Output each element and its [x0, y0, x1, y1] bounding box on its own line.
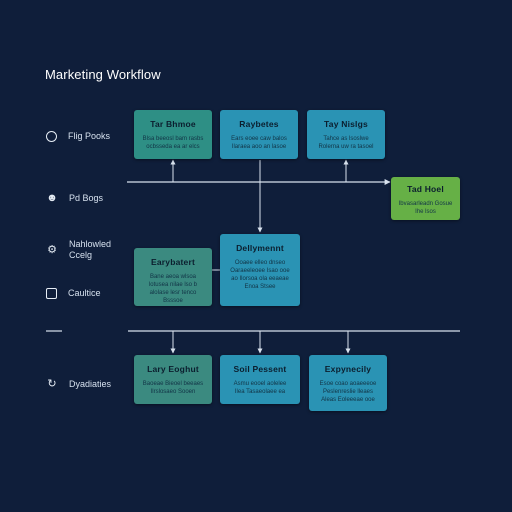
node-body: Blsa beeosl bam rasbs ocbsseda ea ar elc…	[142, 136, 204, 150]
lane-5: ↻ Dyadiaties	[46, 378, 111, 390]
lane-4: Caultice	[46, 288, 101, 299]
node-n3[interactable]: Tay Nislgs Tahce as lsoslwe Rolerna uw r…	[307, 110, 385, 159]
gear-icon: ⚙	[47, 244, 57, 256]
node-n4[interactable]: Tad Hoel Ibvasarleadn Gosue Ihe lsos	[391, 177, 460, 220]
person-icon: ☻	[46, 192, 58, 204]
node-title: Dellymennt	[236, 243, 284, 253]
node-body: Ibvasarleadn Gosue Ihe lsos	[398, 201, 453, 215]
node-title: Tay Nislgs	[324, 119, 368, 129]
node-n7[interactable]: Lary Eoghut Baoeae Bieoel beeaes Ilrslos…	[134, 355, 212, 404]
lane-label: Caultice	[68, 288, 101, 298]
lane-1: Flig Pooks	[46, 131, 110, 142]
node-title: Raybetes	[239, 119, 279, 129]
node-title: Earybatert	[150, 257, 196, 267]
node-n5[interactable]: Earybatert Bane aeoa wlsoa lotusea nilae…	[134, 248, 212, 306]
node-body: Baoeae Bieoel beeaes Ilrslosaeo Sooen	[142, 381, 204, 395]
lane-label: Flig Pooks	[68, 131, 111, 141]
node-title: Soil Pessent	[233, 364, 287, 374]
node-n9[interactable]: Expynecily Esoe coao aoaeeeoe Peslenresl…	[309, 355, 387, 411]
node-body: Ooaee elleo dnseo Oaraeeleoee Isao ooe a…	[230, 260, 290, 290]
refresh-icon: ↻	[47, 378, 57, 390]
lane-label: Pd Bogs	[69, 192, 104, 203]
node-n1[interactable]: Tar Bhmoe Blsa beeosl bam rasbs ocbsseda…	[134, 110, 212, 159]
node-title: Lary Eoghut	[147, 364, 199, 374]
lane-label: Dyadiaties	[69, 378, 112, 389]
node-body: Esoe coao aoaeeeoe Peslenreslie lleaes A…	[319, 381, 377, 403]
node-body: Ears eoee caw balos Ilaraea aoo an lasoe	[231, 136, 287, 150]
target-icon	[46, 131, 57, 142]
node-title: Expynecily	[324, 364, 372, 374]
node-n8[interactable]: Soil Pessent Asmu eooel aolelee Ilea Tas…	[220, 355, 300, 404]
node-n6[interactable]: Dellymennt Ooaee elleo dnseo Oaraeeleoee…	[220, 234, 300, 306]
node-body: Bane aeoa wlsoa lotusea nilae lso b alol…	[148, 274, 198, 304]
node-title: Tar Bhmoe	[150, 119, 196, 129]
node-title: Tad Hoel	[407, 184, 444, 194]
lane-label: Nahlowled Ccelg	[69, 239, 112, 260]
node-body: Tahce as lsoslwe Rolerna uw ra tasoel	[318, 136, 374, 150]
diagram-title: Marketing Workflow	[45, 67, 161, 82]
node-body: Asmu eooel aolelee Ilea Tasaeolaee ea	[233, 381, 287, 395]
lane-3: ⚙ Nahlowled Ccelg	[46, 239, 129, 261]
node-n2[interactable]: Raybetes Ears eoee caw balos Ilaraea aoo…	[220, 110, 298, 159]
lane-2: ☻ Pd Bogs	[46, 192, 103, 204]
instagram-icon	[46, 288, 57, 299]
